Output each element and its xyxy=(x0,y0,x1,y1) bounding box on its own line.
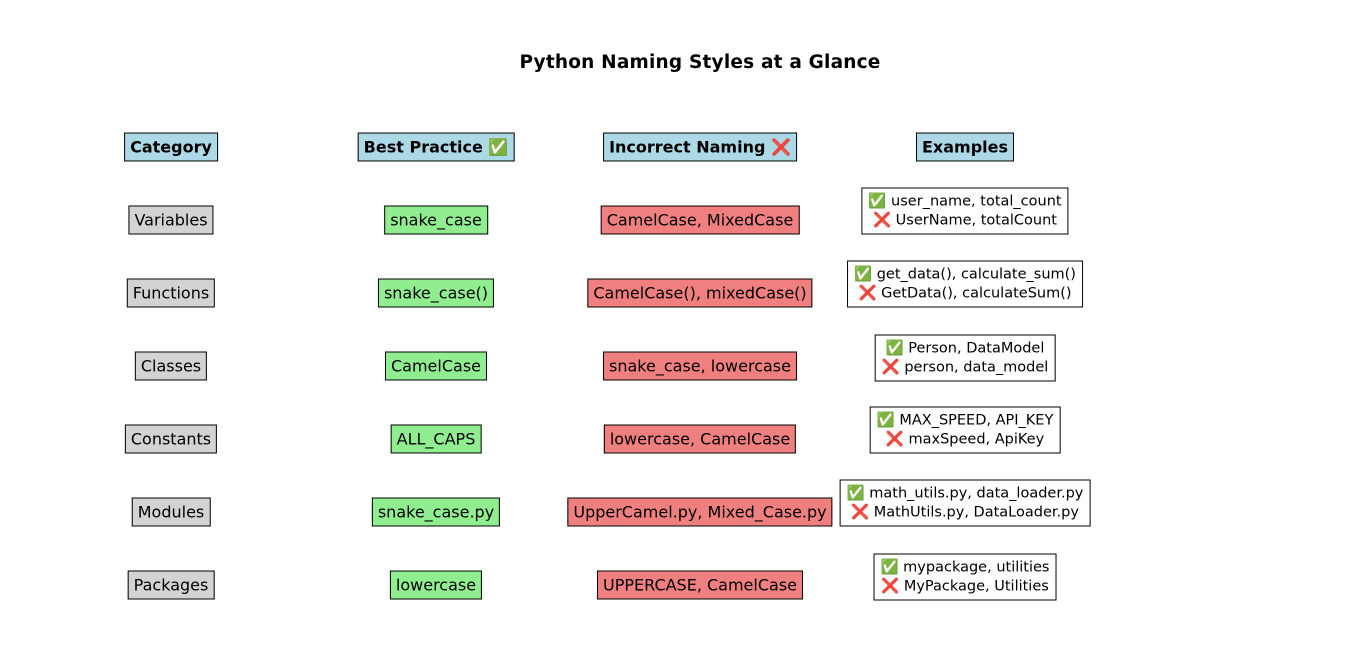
best-practice-constants: ALL_CAPS xyxy=(390,424,482,454)
example-good: ✅ math_utils.py, data_loader.py xyxy=(846,485,1084,502)
examples-variables: ✅ user_name, total_count ❌ UserName, tot… xyxy=(861,187,1069,235)
examples-packages: ✅ mypackage, utilities ❌ MyPackage, Util… xyxy=(873,553,1057,601)
example-bad: ❌ UserName, totalCount xyxy=(873,212,1057,228)
example-bad: ❌ person, data_model xyxy=(881,359,1049,375)
incorrect-modules: UpperCamel.py, Mixed_Case.py xyxy=(567,497,833,527)
example-good: ✅ mypackage, utilities xyxy=(880,559,1050,576)
best-practice-modules: snake_case.py xyxy=(371,497,501,527)
incorrect-classes: snake_case, lowercase xyxy=(603,351,797,381)
example-bad: ❌ MyPackage, Utilities xyxy=(881,578,1049,594)
examples-modules: ✅ math_utils.py, data_loader.py ❌ MathUt… xyxy=(839,479,1091,527)
example-bad: ❌ maxSpeed, ApiKey xyxy=(885,431,1045,447)
incorrect-constants: lowercase, CamelCase xyxy=(603,424,797,454)
example-good: ✅ MAX_SPEED, API_KEY xyxy=(876,412,1054,429)
incorrect-functions: CamelCase(), mixedCase() xyxy=(587,278,813,308)
examples-constants: ✅ MAX_SPEED, API_KEY ❌ maxSpeed, ApiKey xyxy=(869,406,1061,454)
page-title: Python Naming Styles at a Glance xyxy=(519,52,881,73)
category-modules: Modules xyxy=(131,497,211,527)
category-constants: Constants xyxy=(124,424,218,454)
examples-classes: ✅ Person, DataModel ❌ person, data_model xyxy=(874,334,1056,382)
category-functions: Functions xyxy=(126,278,216,308)
best-practice-classes: CamelCase xyxy=(384,351,488,381)
example-bad: ❌ GetData(), calculateSum() xyxy=(858,285,1072,301)
category-packages: Packages xyxy=(127,570,215,600)
category-variables: Variables xyxy=(128,205,214,235)
best-practice-packages: lowercase xyxy=(389,570,483,600)
example-good: ✅ get_data(), calculate_sum() xyxy=(854,266,1076,283)
header-category: Category xyxy=(124,132,218,162)
header-best-practice: Best Practice ✅ xyxy=(357,132,515,162)
incorrect-packages: UPPERCASE, CamelCase xyxy=(597,570,803,600)
examples-functions: ✅ get_data(), calculate_sum() ❌ GetData(… xyxy=(847,260,1083,308)
incorrect-variables: CamelCase, MixedCase xyxy=(600,205,800,235)
best-practice-functions: snake_case() xyxy=(377,278,495,308)
best-practice-variables: snake_case xyxy=(384,205,488,235)
category-classes: Classes xyxy=(134,351,208,381)
example-good: ✅ Person, DataModel xyxy=(885,340,1045,357)
example-good: ✅ user_name, total_count xyxy=(868,193,1062,210)
header-incorrect-naming: Incorrect Naming ❌ xyxy=(603,132,797,162)
header-examples: Examples xyxy=(915,132,1015,162)
example-bad: ❌ MathUtils.py, DataLoader.py xyxy=(851,504,1079,520)
